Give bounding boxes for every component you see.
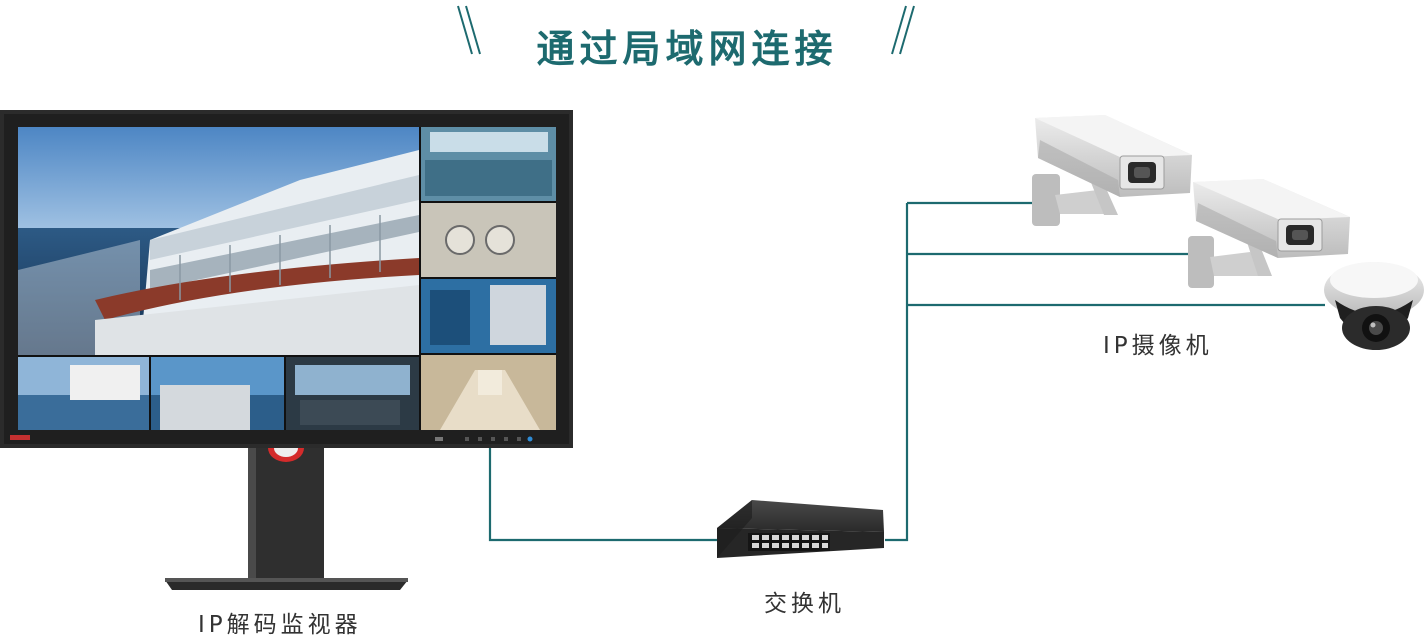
left-slash-decoration-icon — [457, 5, 481, 55]
camera-label: IP摄像机 — [1103, 333, 1213, 359]
page-title: 通过局域网连接 — [536, 27, 838, 71]
network-cables — [488, 201, 1325, 542]
network-switch-icon — [717, 500, 884, 558]
bullet-camera-icon — [1188, 179, 1350, 288]
cable-switch-to-trunk — [885, 203, 909, 542]
monitor-buttons — [465, 437, 521, 441]
monitor-stand-base — [165, 580, 408, 590]
monitor-screen — [18, 127, 556, 430]
right-slash-decoration-icon — [891, 5, 915, 55]
bullet-camera-icon — [1032, 115, 1192, 226]
monitor-label: IP解码监视器 — [198, 612, 362, 638]
dome-camera-icon — [1324, 262, 1424, 350]
monitor-stand-neck — [248, 440, 324, 582]
switch-label: 交换机 — [764, 591, 845, 617]
monitor-icon — [0, 110, 573, 590]
cable-monitor-to-switch — [488, 448, 720, 542]
